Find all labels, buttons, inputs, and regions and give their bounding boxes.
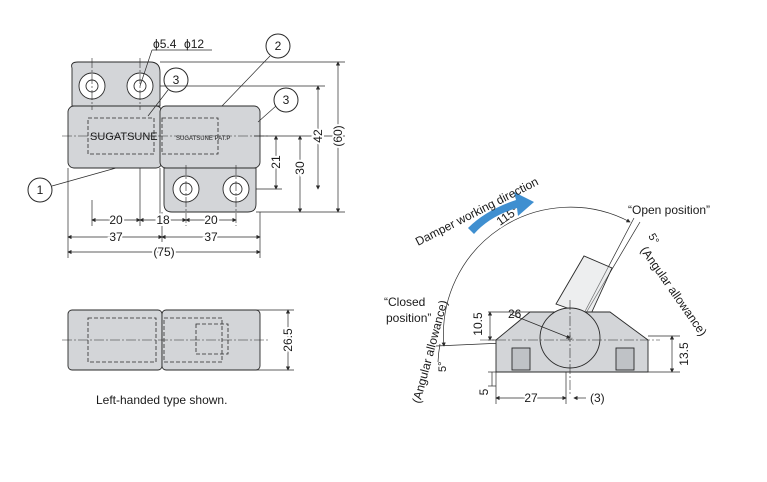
hole-dim-large: ϕ12: [184, 37, 204, 51]
arc-115: [441, 206, 631, 347]
dim-26-5: 26.5: [281, 328, 295, 352]
callout-3b-circle: [273, 87, 299, 113]
dim-5: 5: [477, 388, 491, 395]
marking-right: SUGATSUNE PAT.P: [176, 136, 230, 142]
dim-18: 18: [156, 213, 170, 227]
callout-3a-leader: [147, 89, 169, 117]
angle-5-open: 5°: [645, 232, 661, 247]
angle-5-closed: 5°: [437, 361, 449, 372]
callout-3b-label: 3: [283, 93, 290, 107]
dim-42: 42: [311, 129, 325, 143]
callout-2-label: 2: [275, 39, 282, 53]
dim-26: 26: [508, 307, 522, 321]
callout-3a-label: 3: [173, 73, 180, 87]
dim-20-right: 20: [204, 213, 218, 227]
angular-allowance-open: (Angular allowance): [638, 244, 710, 339]
dim-line-26: [509, 313, 571, 339]
front-hidden-right2: [195, 323, 229, 355]
dim-27: 27: [524, 391, 538, 405]
side-view: 115° Damper working direction “Open posi…: [384, 174, 710, 407]
callout-2-circle: [265, 33, 291, 59]
callout-2-leader: [221, 55, 271, 107]
dim-37-right: 37: [204, 230, 218, 244]
callout-1-label: 1: [37, 183, 44, 197]
arc-5-closed: [437, 343, 441, 363]
front-view: 26.5 Left-handed type shown.: [62, 309, 297, 407]
dim-21: 21: [269, 155, 283, 169]
side-foot-left: [511, 347, 531, 371]
marking-left: SUGATSUNE: [90, 131, 158, 143]
dim-60: (60): [331, 125, 345, 146]
callout-1-leader: [51, 167, 117, 187]
closed-position-line2: position”: [386, 311, 431, 325]
lever-arm: [555, 255, 613, 317]
caption: Left-handed type shown.: [96, 393, 227, 407]
side-foot-right: [615, 347, 635, 371]
damper-direction-arrow: [468, 192, 534, 234]
dim-75: (75): [153, 245, 174, 259]
dim-10-5: 10.5: [471, 312, 485, 336]
callout-1-circle: [27, 177, 53, 203]
dim-20-left: 20: [109, 213, 123, 227]
open-position-label: “Open position”: [628, 203, 710, 217]
top-view: SUGATSUNE SUGATSUNE PAT.P ϕ5.4 ϕ12 2 3 3…: [27, 33, 347, 261]
dim-3: (3): [590, 391, 605, 405]
closed-position-line1: “Closed: [384, 295, 425, 309]
dim-37-left: 37: [109, 230, 123, 244]
callout-3b-leader: [257, 105, 277, 123]
dim-13-5: 13.5: [677, 342, 691, 366]
dim-30: 30: [293, 161, 307, 175]
hole-leader: [139, 49, 153, 87]
hole-dim-small: ϕ5.4: [153, 37, 177, 51]
